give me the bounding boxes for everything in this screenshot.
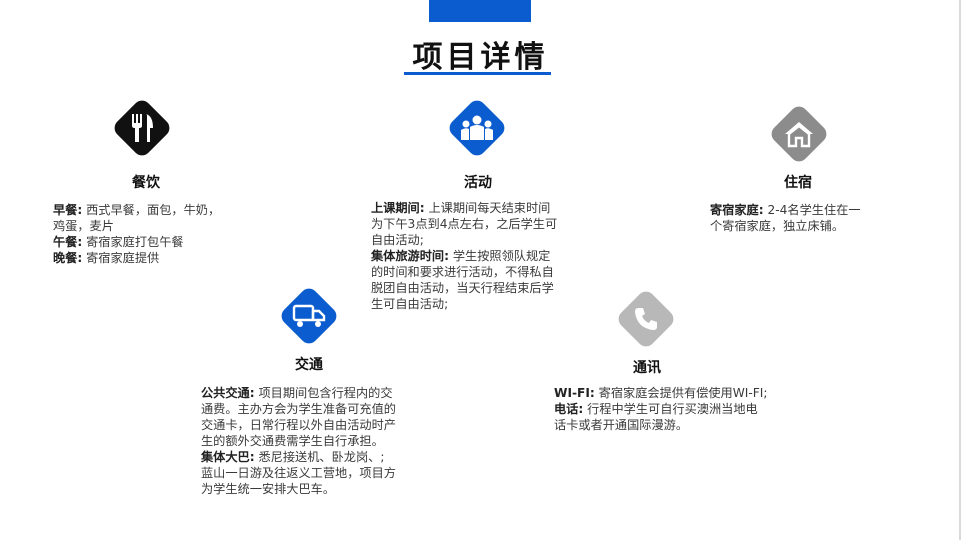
- page-title: 项目详情: [412, 40, 549, 75]
- homestay-text: 2-4名学生住在一: [763, 203, 861, 217]
- title-underline: [404, 72, 551, 75]
- dinner-text: 寄宿家庭提供: [82, 251, 160, 265]
- public-transport-text-3: 交通卡，日常行程以外自由活动时产: [201, 418, 396, 432]
- bus-text-2: 蓝山一日游及往返义工营地，项目方: [201, 466, 396, 480]
- phone-label: 电话:: [554, 402, 584, 416]
- dinner-label: 晚餐:: [53, 251, 83, 265]
- class-text: 上课期间每天结束时间: [424, 201, 551, 215]
- group-icon: [455, 106, 499, 150]
- top-accent-bar: [429, 0, 531, 22]
- dining-title: 餐饮: [132, 175, 160, 191]
- public-transport-text-2: 通费。主办方会为学生准备可充值的: [201, 402, 396, 416]
- lodging-text: 寄宿家庭: 2-4名学生住在一 个寄宿家庭，独立床铺。: [710, 202, 900, 234]
- truck-icon: [287, 294, 331, 338]
- transport-text: 公共交通: 项目期间包含行程内的交 通费。主办方会为学生准备可充值的 交通卡，日…: [201, 385, 426, 497]
- public-transport-text: 项目期间包含行程内的交: [254, 386, 393, 400]
- public-transport-text-4: 生的额外交通费需学生自行承担。: [201, 434, 384, 448]
- comms-title: 通讯: [633, 360, 661, 376]
- phone-icon: [624, 297, 668, 341]
- transport-title: 交通: [295, 357, 323, 373]
- public-transport-label: 公共交通:: [201, 386, 255, 400]
- wifi-label: WI-FI:: [554, 386, 595, 400]
- fork-knife-icon: [120, 106, 164, 150]
- house-icon: [777, 112, 821, 156]
- right-edge-line: [959, 0, 961, 540]
- lunch-label: 午餐:: [53, 235, 83, 249]
- bus-text: 悉尼接送机、卧龙岗、;: [254, 450, 385, 464]
- wifi-text: 寄宿家庭会提供有偿使用WI-FI;: [594, 386, 768, 400]
- tour-text-3: 脱团自由活动，当天行程结束后学: [371, 281, 554, 295]
- tour-text-2: 的时间和要求进行活动，不得私自: [371, 265, 554, 279]
- lunch-text: 寄宿家庭打包午餐: [82, 235, 184, 249]
- breakfast-text: 西式早餐，面包，牛奶，: [82, 203, 221, 217]
- activity-title: 活动: [464, 175, 492, 191]
- class-text-2: 为下午3点到4点左右，之后学生可: [371, 217, 558, 231]
- bus-text-3: 为学生统一安排大巴车。: [201, 482, 336, 496]
- breakfast-text-2: 鸡蛋，麦片: [53, 219, 114, 233]
- homestay-text-2: 个寄宿家庭，独立床铺。: [710, 219, 845, 233]
- lodging-title: 住宿: [784, 175, 812, 191]
- tour-label: 集体旅游时间:: [371, 249, 449, 263]
- comms-text: WI-FI: 寄宿家庭会提供有偿使用WI-FI; 电话: 行程中学生可自行买澳洲…: [554, 385, 799, 433]
- tour-text: 学生按照领队规定: [449, 249, 551, 263]
- homestay-label: 寄宿家庭:: [710, 203, 764, 217]
- breakfast-label: 早餐:: [53, 203, 83, 217]
- activity-text: 上课期间: 上课期间每天结束时间 为下午3点到4点左右，之后学生可 自由活动; …: [371, 200, 586, 312]
- bus-label: 集体大巴:: [201, 450, 255, 464]
- dining-text: 早餐: 西式早餐，面包，牛奶， 鸡蛋，麦片 午餐: 寄宿家庭打包午餐 晚餐: 寄…: [53, 202, 253, 266]
- tour-text-4: 生可自由活动;: [371, 297, 449, 311]
- class-label: 上课期间:: [371, 201, 425, 215]
- phone-text-2: 话卡或者开通国际漫游。: [554, 418, 689, 432]
- phone-text: 行程中学生可自行买澳洲当地电: [583, 402, 758, 416]
- class-text-3: 自由活动;: [371, 233, 424, 247]
